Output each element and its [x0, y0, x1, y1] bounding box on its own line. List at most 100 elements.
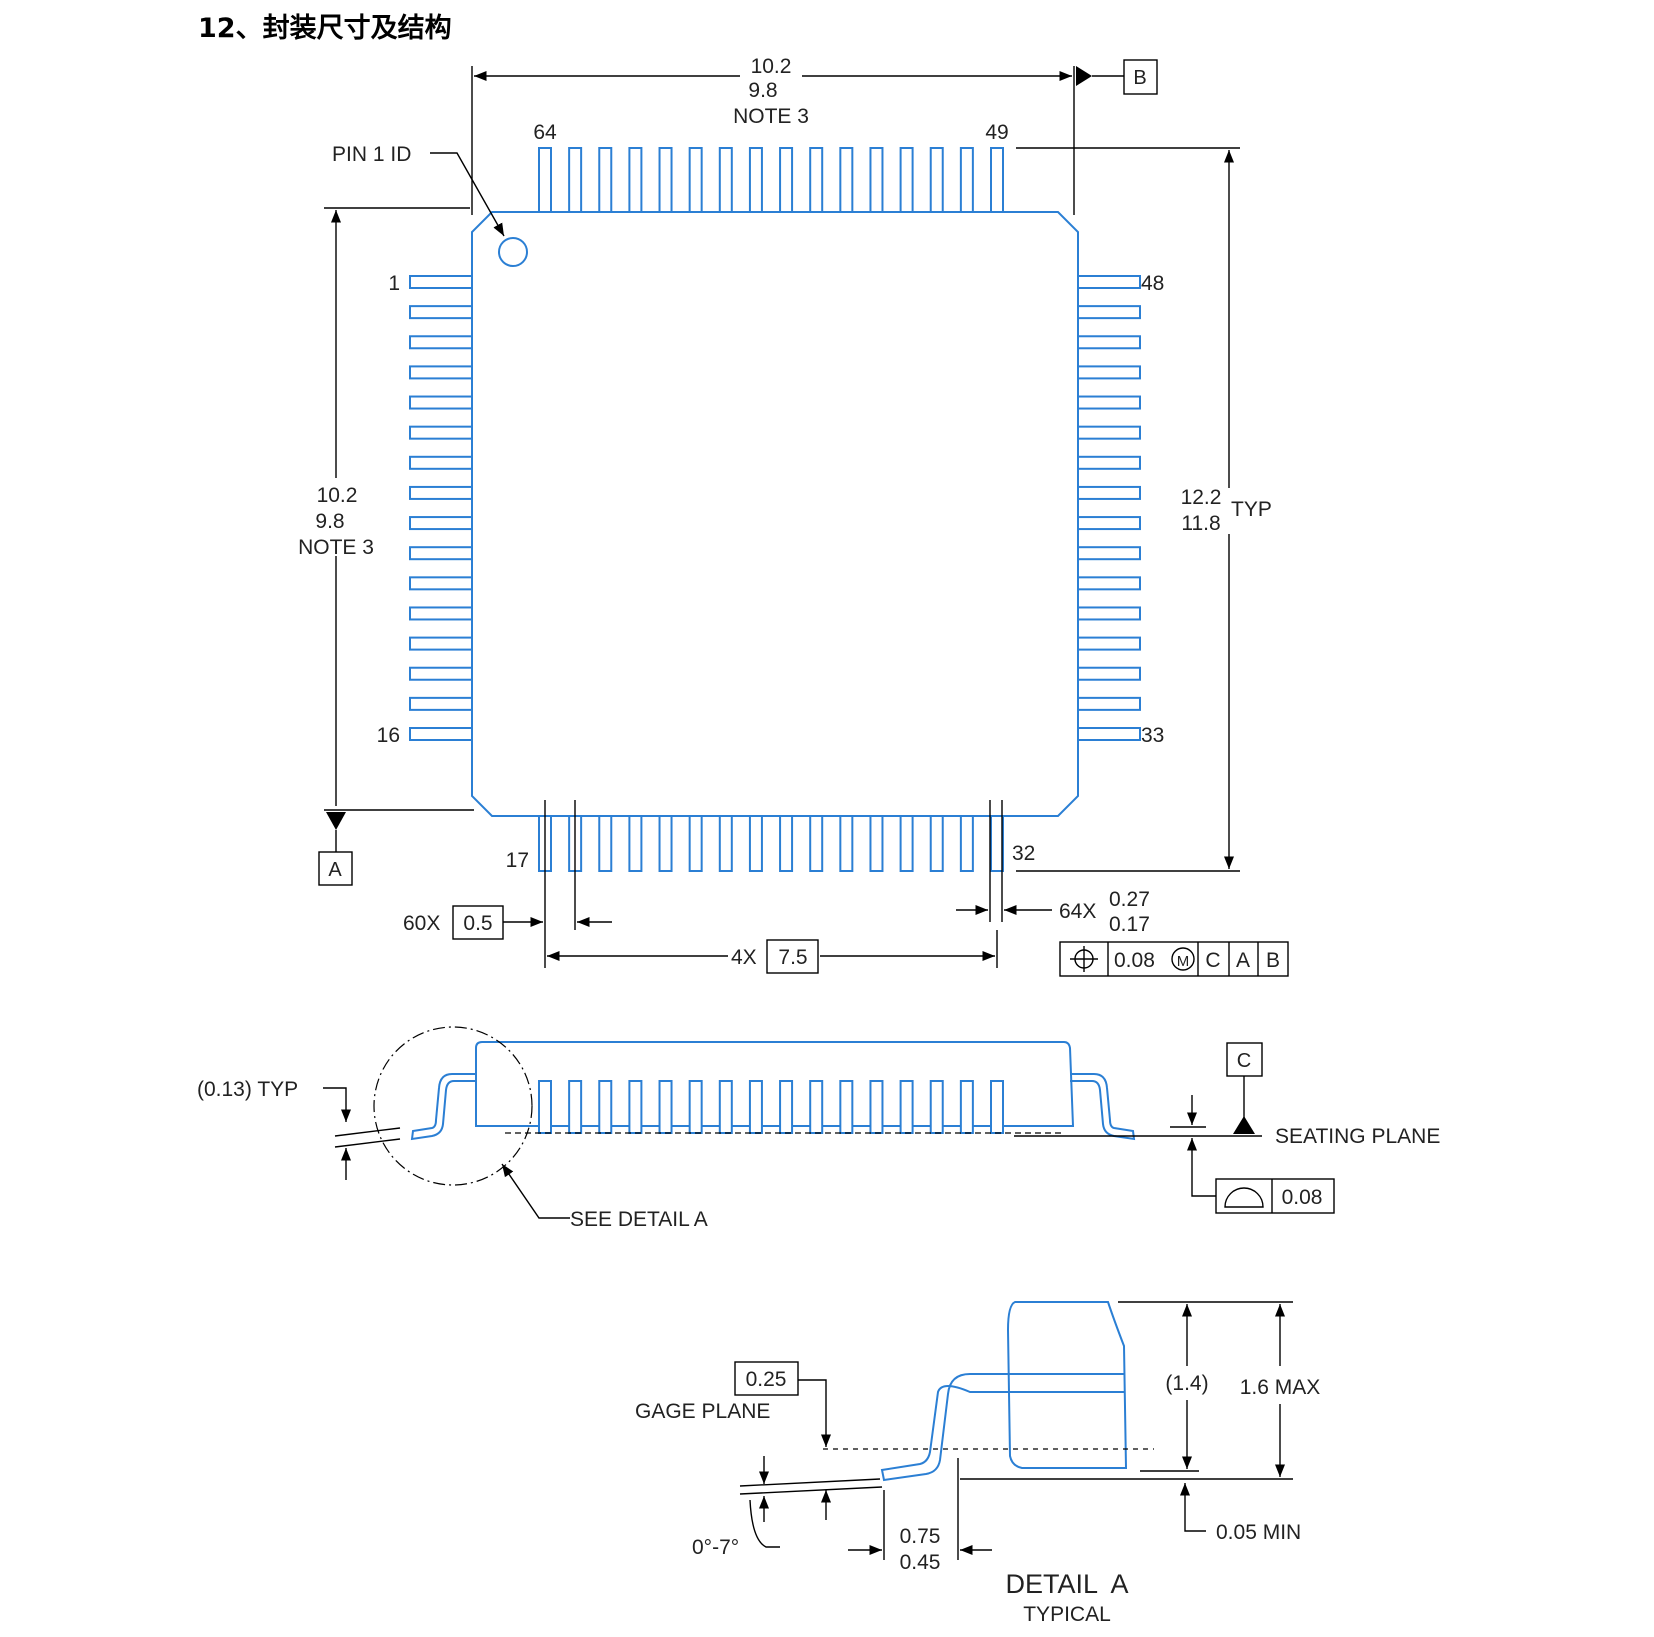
lead — [779, 147, 794, 213]
lead — [688, 147, 703, 213]
lead — [959, 147, 974, 213]
lead-thickness-leader — [323, 1087, 352, 1122]
lead — [1077, 305, 1141, 320]
lead — [809, 147, 824, 213]
standoff-leader — [1179, 1483, 1206, 1532]
foot-length-min: 0.45 — [900, 1551, 941, 1574]
datum-ref-a: A — [1236, 949, 1250, 972]
pin-33-label: 33 — [1141, 724, 1164, 747]
pitch-value: 0.5 — [463, 912, 492, 935]
pin-64-label: 64 — [533, 121, 557, 144]
pin-1-label: 1 — [388, 272, 400, 295]
detail-subcaption: TYPICAL — [1023, 1603, 1111, 1626]
lead — [1077, 275, 1141, 289]
gage-value-box — [734, 1361, 799, 1396]
lead — [598, 147, 613, 213]
lead — [409, 696, 473, 711]
angle-leader — [749, 1499, 780, 1548]
datum-ref-b: B — [1266, 949, 1280, 972]
right-span-min: 11.8 — [1181, 512, 1220, 535]
datum-c-triangle — [1233, 1116, 1255, 1134]
lead — [1077, 335, 1141, 350]
lead — [409, 455, 473, 470]
gage-value: 0.25 — [746, 1368, 787, 1391]
lead — [959, 815, 974, 872]
lead — [899, 147, 914, 213]
detail-body-outline — [1006, 1301, 1128, 1469]
coplanarity-leader — [1191, 1168, 1216, 1197]
lead — [869, 1080, 884, 1134]
lead — [598, 815, 613, 872]
lead — [779, 815, 794, 872]
lead-width-min: 0.17 — [1109, 913, 1150, 936]
gage-plane-label: GAGE PLANE — [635, 1400, 770, 1423]
lead — [1077, 546, 1141, 561]
left-height-max: 10.2 — [317, 484, 358, 507]
lead — [748, 1080, 763, 1134]
detail-lead — [880, 1373, 1008, 1482]
angle-label: 0°-7° — [692, 1536, 739, 1559]
pin1-marker — [498, 237, 528, 267]
right-span-suffix: TYP — [1231, 498, 1272, 521]
lead — [718, 815, 733, 872]
lead — [1077, 606, 1141, 621]
side-view: (0.13) TYP SEE DETAIL A C SEATING PLANE … — [197, 1026, 1440, 1231]
seating-plane-label: SEATING PLANE — [1275, 1125, 1440, 1148]
lead — [899, 815, 914, 872]
lead — [658, 1080, 673, 1134]
pin-16-label: 16 — [377, 724, 400, 747]
lead — [688, 1080, 703, 1134]
lead — [409, 727, 473, 741]
position-tolerance-value: 0.08 — [1114, 949, 1155, 972]
base-line-upper — [739, 1478, 881, 1487]
profile-icon — [1224, 1187, 1264, 1208]
lead — [899, 1080, 914, 1134]
lead — [409, 275, 473, 289]
lead — [409, 516, 473, 531]
pin1-leader — [430, 152, 505, 237]
mmc-modifier: M — [1177, 953, 1190, 970]
pin-32-label: 32 — [1012, 842, 1035, 865]
lead — [628, 1080, 643, 1134]
lead — [990, 815, 1004, 872]
lead — [809, 1080, 824, 1134]
lead — [568, 1080, 583, 1134]
top-view: PIN 1 ID 10.2 9.8 NOTE 3 B 64 49 1 48 16… — [298, 55, 1289, 977]
lead — [869, 815, 884, 872]
lead — [929, 815, 944, 872]
datum-b-triangle — [1076, 66, 1092, 86]
body-height-label: (1.4) — [1165, 1372, 1208, 1395]
lead — [409, 606, 473, 621]
pin-17-label: 17 — [506, 849, 529, 872]
pitch-count: 60X — [403, 912, 440, 935]
max-height-label: 1.6 MAX — [1240, 1376, 1321, 1399]
lead — [409, 485, 473, 500]
datum-b-label: B — [1133, 67, 1146, 89]
lead — [1077, 395, 1141, 410]
detail-a: 0.25 GAGE PLANE 0°-7° 0.75 0.45 (1.4) 1.… — [635, 1301, 1321, 1626]
side-lead-right — [1070, 1073, 1136, 1141]
lead — [658, 815, 673, 872]
right-span-max: 12.2 — [1181, 486, 1222, 509]
lead — [628, 815, 643, 872]
lead — [658, 147, 673, 213]
pin-48-label: 48 — [1141, 272, 1164, 295]
datum-ref-c: C — [1205, 949, 1220, 972]
page-title: 12、封装尺寸及结构 — [198, 13, 452, 44]
span-box — [766, 939, 819, 974]
side-leads — [538, 1080, 1004, 1134]
lead — [409, 425, 473, 440]
lead — [409, 576, 473, 591]
lead — [1077, 727, 1141, 741]
mmc-modifier-circle — [1171, 947, 1195, 971]
datum-a-triangle — [326, 812, 346, 830]
span-value: 7.5 — [778, 946, 807, 969]
lead — [1077, 485, 1141, 500]
foot-length-max: 0.75 — [900, 1525, 941, 1548]
base-line-lower — [739, 1486, 883, 1495]
leads-top — [538, 147, 1004, 213]
lead — [929, 1080, 944, 1134]
leads-bottom — [538, 815, 1004, 872]
datum-a-box — [318, 851, 353, 886]
